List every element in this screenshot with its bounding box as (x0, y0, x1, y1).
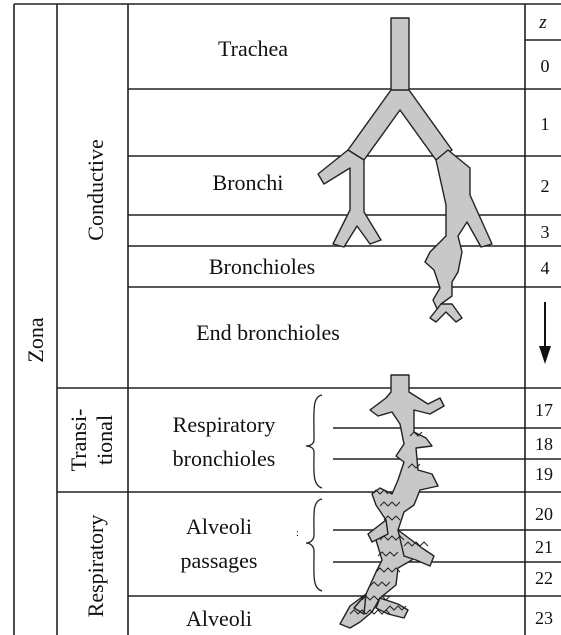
structure-respiratory-bronchioles-line2: bronchioles (173, 446, 276, 471)
z-value-0: 0 (541, 56, 550, 76)
brace-alveoli-passages (306, 499, 322, 591)
structure-end-bronchioles: End bronchioles (196, 320, 340, 345)
airway-tree-conductive (318, 18, 492, 322)
z-value-22: 22 (535, 568, 553, 588)
stray-mark: : (296, 528, 299, 539)
zone-respiratory-label: Respiratory (83, 515, 108, 618)
z-value-2: 2 (541, 176, 550, 196)
z-value-3: 3 (541, 222, 550, 242)
zone-label: Zona (23, 317, 48, 362)
z-value-1: 1 (541, 114, 550, 134)
z-value-20: 20 (535, 504, 553, 524)
z-value-19: 19 (535, 464, 553, 484)
z-value-21: 21 (535, 537, 553, 557)
brace-respiratory-bronchioles (306, 395, 322, 488)
structure-alveoli-passages-line2: passages (181, 548, 258, 573)
structure-bronchioles: Bronchioles (209, 254, 315, 279)
structure-alveoli-passages-line1: Alveoli (186, 514, 252, 539)
z-value-17: 17 (535, 400, 553, 420)
structure-respiratory-bronchioles-line1: Respiratory (173, 412, 276, 437)
zone-conductive-label: Conductive (83, 139, 108, 240)
structure-bronchi: Bronchi (213, 170, 284, 195)
structure-trachea: Trachea (218, 36, 288, 61)
arrow-down-icon (539, 302, 551, 364)
zone-transitional-label-line2: tional (92, 415, 117, 465)
z-value-18: 18 (535, 434, 553, 454)
z-value-4: 4 (541, 258, 550, 278)
z-header: z (538, 12, 547, 33)
structure-alveoli: Alveoli (186, 606, 252, 631)
z-value-23: 23 (535, 608, 553, 628)
zone-transitional-label-line1: Transi- (66, 409, 91, 472)
